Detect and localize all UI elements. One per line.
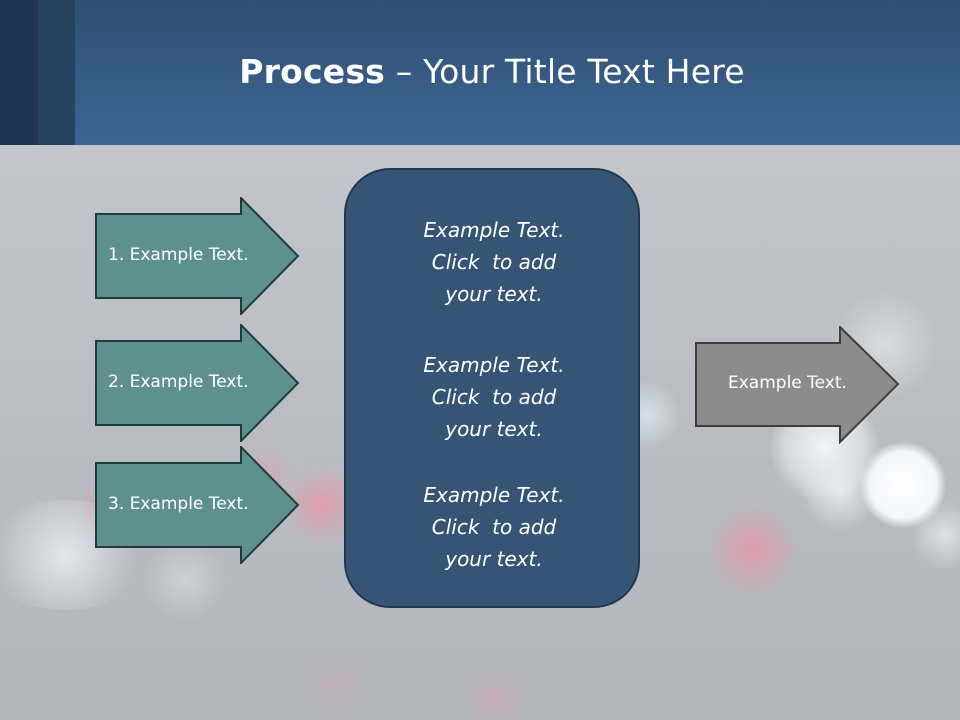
center-text-block-2: Example Text. Click to add your text. <box>346 349 642 445</box>
left-arrow-2[interactable]: 2. Example Text. <box>95 324 300 442</box>
center-text-block-3: Example Text. Click to add your text. <box>346 479 642 575</box>
right-arrow[interactable]: Example Text. <box>695 326 900 444</box>
center-line: your text. <box>346 413 642 445</box>
bokeh-red <box>455 670 535 720</box>
center-line: Example Text. <box>346 349 642 381</box>
center-line: Example Text. <box>346 214 642 246</box>
title-rest: – Your Title Text Here <box>385 52 745 91</box>
title-bold: Process <box>239 52 385 91</box>
left-arrow-1[interactable]: 1. Example Text. <box>95 197 300 315</box>
center-text-box[interactable]: Example Text. Click to add your text. Ex… <box>344 168 640 608</box>
center-line: your text. <box>346 278 642 310</box>
center-line: Click to add <box>346 246 642 278</box>
center-line: Click to add <box>346 511 642 543</box>
left-arrow-label: 2. Example Text. <box>108 372 249 392</box>
bokeh-light <box>860 442 946 528</box>
bokeh-light <box>910 500 960 570</box>
center-line: your text. <box>346 543 642 575</box>
center-line: Click to add <box>346 381 642 413</box>
right-arrow-label: Example Text. <box>728 373 847 393</box>
page-title[interactable]: Process – Your Title Text Here <box>0 52 960 91</box>
bokeh-red <box>300 650 370 720</box>
bokeh-red <box>708 505 798 595</box>
left-arrow-3[interactable]: 3. Example Text. <box>95 446 300 564</box>
center-text-block-1: Example Text. Click to add your text. <box>346 214 642 310</box>
left-arrow-label: 1. Example Text. <box>108 245 249 265</box>
left-arrow-label: 3. Example Text. <box>108 494 249 514</box>
bokeh-light <box>800 452 880 532</box>
center-line: Example Text. <box>346 479 642 511</box>
